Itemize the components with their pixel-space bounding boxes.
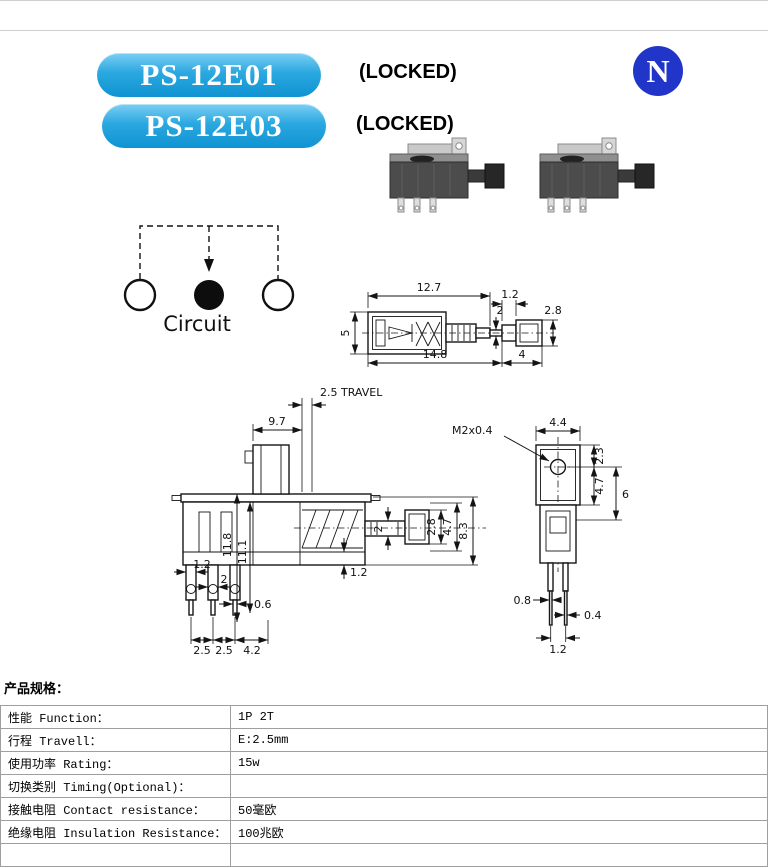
dim-assembly: 8.3 xyxy=(457,522,470,540)
dim-travel: 2.5 TRAVEL xyxy=(320,386,383,399)
dim-top-width-bottom: 14.8 xyxy=(423,348,448,361)
spec-value: 1P 2T xyxy=(230,705,768,729)
table-row: 使用功率 Rating： 15w xyxy=(0,751,768,775)
top-view-dimensions: 12.7 1.2 2.8 2 5 14.8 4 xyxy=(339,281,562,367)
specs-title: 产品规格： xyxy=(4,681,70,696)
dim-pitch-b: 2.5 xyxy=(215,644,233,657)
circuit-terminal-right xyxy=(261,278,295,312)
model-number-2: PS-12E03 xyxy=(145,108,283,143)
dim-pitch-edge: 4.2 xyxy=(243,644,261,657)
dim-cap: 2.8 xyxy=(425,518,438,536)
model-number-1: PS-12E01 xyxy=(140,57,278,92)
top-view: 12.7 1.2 2.8 2 5 14.8 4 xyxy=(339,281,562,367)
spec-label xyxy=(0,843,231,867)
spec-label: 使用功率 Rating： xyxy=(0,751,231,775)
spec-value: E:2.5mm xyxy=(230,728,768,752)
switch-photo-1 xyxy=(389,137,505,213)
dim-pin-w: 0.8 xyxy=(514,594,532,607)
circuit-diagram: Circuit xyxy=(123,225,295,336)
table-row: 切换类别 Timing(Optional)： xyxy=(0,774,768,798)
dim-hole-bottom: 4.7 xyxy=(593,477,606,495)
model-badge-ps12e01: PS-12E01 xyxy=(97,53,321,97)
table-row: 绝缘电阻 Insulation Resistance： 100兆欧 xyxy=(0,820,768,844)
dim-shaft: 2 xyxy=(372,526,385,533)
side-view-dimensions: M2x0.4 4.4 2.3 4.7 6 0.8 0.4 xyxy=(452,416,629,656)
side-view: M2x0.4 4.4 2.3 4.7 6 0.8 0.4 xyxy=(452,416,629,656)
front-view-outline xyxy=(171,444,486,616)
dim-cap-overall: 4.7 xyxy=(441,518,454,536)
spec-value: 50毫欧 xyxy=(230,797,768,821)
dim-top-gap: 1.2 xyxy=(501,288,519,301)
table-row: 性能 Function： 1P 2T xyxy=(0,705,768,729)
model-badge-ps12e03: PS-12E03 xyxy=(102,104,326,148)
circuit-label: Circuit xyxy=(163,312,231,336)
spec-value: 100兆欧 xyxy=(230,820,768,844)
dim-top-tip: 4 xyxy=(519,348,526,361)
circuit-terminal-common xyxy=(194,280,224,310)
specs-table: 性能 Function： 1P 2T 行程 Travell： E:2.5mm 使… xyxy=(0,705,768,867)
spec-value xyxy=(230,843,768,867)
dim-pin-span: 1.2 xyxy=(549,643,567,656)
locked-label-2: (LOCKED) xyxy=(356,113,454,135)
dim-hole-top: 2.3 xyxy=(593,447,606,465)
dim-total-height: 11.8 xyxy=(221,533,234,558)
dim-top-neck: 2 xyxy=(497,304,504,317)
front-view-dimensions: 2.5 TRAVEL 9.7 11.8 11.1 2 2.8 4.7 8.3 xyxy=(174,386,478,657)
spec-label: 切换类别 Timing(Optional)： xyxy=(0,774,231,798)
dim-depth: 6 xyxy=(622,488,629,501)
circuit-terminal-left xyxy=(123,278,157,312)
locked-label-1: (LOCKED) xyxy=(359,61,457,83)
dim-pin-width: 1.2 xyxy=(193,558,211,571)
dim-top-cap-height: 2.8 xyxy=(544,304,562,317)
spec-value: 15w xyxy=(230,751,768,775)
technical-drawings: Circuit 12.7 1.2 xyxy=(123,137,655,657)
dim-pin-mid: 2 xyxy=(221,573,228,586)
spec-label: 绝缘电阻 Insulation Resistance： xyxy=(0,820,231,844)
spec-label: 行程 Travell： xyxy=(0,728,231,752)
dim-thread: M2x0.4 xyxy=(452,424,493,437)
product-specs-section: 产品规格： 性能 Function： 1P 2T 行程 Travell： E:2… xyxy=(0,678,768,867)
dim-plate-width: 4.4 xyxy=(549,416,567,429)
spec-label: 性能 Function： xyxy=(0,705,231,729)
dim-pin-tip: 0.6 xyxy=(254,598,272,611)
dim-pitch-a: 2.5 xyxy=(193,644,211,657)
dim-inner-height: 11.1 xyxy=(236,540,249,565)
table-row xyxy=(0,843,768,867)
dim-pin-t: 0.4 xyxy=(584,609,602,622)
dim-top-width: 12.7 xyxy=(417,281,442,294)
brand-logo: N xyxy=(633,46,683,96)
top-view-outline xyxy=(362,311,554,355)
table-row: 行程 Travell： E:2.5mm xyxy=(0,728,768,752)
spec-label: 接触电阻 Contact resistance： xyxy=(0,797,231,821)
side-view-outline xyxy=(535,437,581,626)
dim-plunger: 9.7 xyxy=(268,415,286,428)
dim-base: 1.2 xyxy=(350,566,368,579)
table-row: 接触电阻 Contact resistance： 50毫欧 xyxy=(0,797,768,821)
dim-top-body-height: 5 xyxy=(339,330,352,337)
circuit-arrow xyxy=(204,259,214,272)
switch-photo-2 xyxy=(539,137,655,213)
front-view: 2.5 TRAVEL 9.7 11.8 11.1 2 2.8 4.7 8.3 xyxy=(171,386,486,657)
top-divider xyxy=(0,0,768,1)
brand-logo-letter: N xyxy=(646,52,670,89)
spec-value xyxy=(230,774,768,798)
header-divider xyxy=(0,30,768,31)
